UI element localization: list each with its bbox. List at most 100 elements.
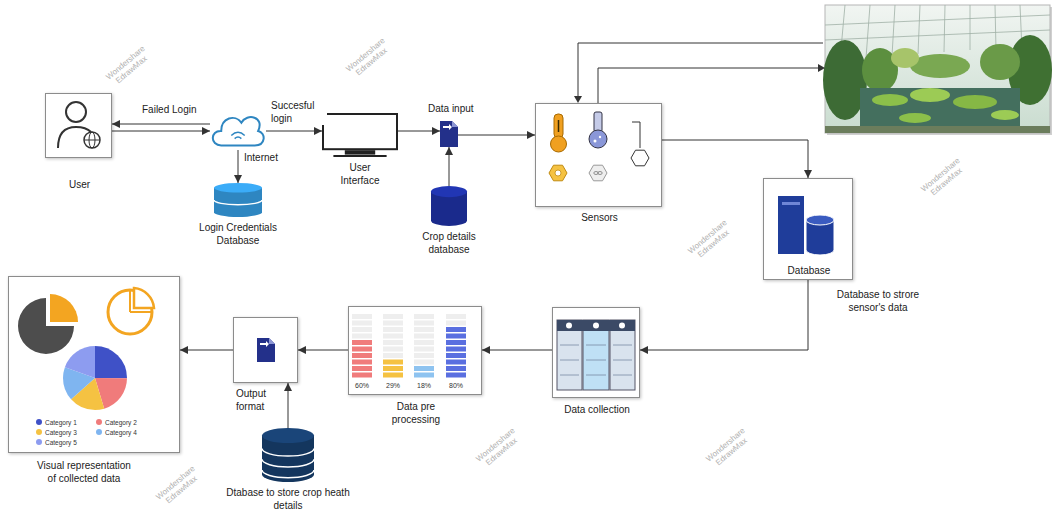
line-part xyxy=(613,360,632,361)
bar-cell xyxy=(352,347,372,352)
cylinder-band xyxy=(262,459,314,467)
cylinder-band xyxy=(262,470,314,478)
flow-arrow xyxy=(482,350,552,351)
edge-label: Succesful login xyxy=(269,100,327,125)
process-box: Output format xyxy=(233,317,298,383)
circle-part xyxy=(593,323,599,329)
server-icon xyxy=(778,196,834,255)
circle-part xyxy=(79,362,111,394)
line-part xyxy=(586,375,606,376)
bar-cell xyxy=(352,353,372,358)
cylinder-band xyxy=(262,449,314,457)
greenhouse-links xyxy=(578,43,823,103)
process-box: Visual representation of collected data xyxy=(8,276,180,453)
bar-cell xyxy=(446,340,466,345)
bar-cell xyxy=(446,373,466,378)
rack-icon xyxy=(557,320,635,390)
cylinder-top xyxy=(214,183,262,193)
legend-swatch xyxy=(36,439,42,445)
monitor-screen xyxy=(323,114,397,149)
process-box: DatabaseDatabase to strore sensor's data xyxy=(763,178,853,280)
line-part xyxy=(560,375,579,376)
flow-arrow xyxy=(288,383,289,428)
watermark: Wondershare EdrawMax xyxy=(151,461,207,512)
node-label: Login Credentials Database xyxy=(183,222,293,247)
bar-cell xyxy=(383,347,403,352)
legend-text: Category 2 xyxy=(105,419,137,426)
edge-label: Failed Login xyxy=(140,104,198,117)
node-label: Data input xyxy=(428,103,474,116)
bar-cell xyxy=(446,327,466,332)
rect-part xyxy=(557,320,635,331)
bar-cell xyxy=(446,347,466,352)
path-part xyxy=(260,341,269,347)
ellipse-part xyxy=(953,95,997,109)
bar-cell xyxy=(414,340,434,345)
cloud-outline xyxy=(213,117,264,145)
bar-cell xyxy=(352,366,372,371)
database-cylinder-outline xyxy=(262,428,314,482)
rect-part xyxy=(594,112,602,132)
ellipse-part xyxy=(806,215,834,225)
line-part xyxy=(825,15,1050,25)
node-label: Crop details database xyxy=(409,231,489,256)
node-label: Output format xyxy=(236,388,282,413)
circle-part xyxy=(599,136,601,138)
flow-arrow xyxy=(458,135,535,136)
g-part xyxy=(79,362,111,394)
bar-cell xyxy=(446,360,466,365)
signal-mark xyxy=(231,132,244,138)
cylinder-top xyxy=(431,186,467,197)
bar-cell xyxy=(446,353,466,358)
monitor-stand xyxy=(345,150,375,154)
database-cylinder-outline xyxy=(214,183,262,217)
path-part xyxy=(50,294,78,322)
flow-arrow xyxy=(398,131,440,132)
circle-part xyxy=(79,362,111,394)
node-label: Internet xyxy=(244,152,278,165)
bar-cell xyxy=(383,373,403,378)
monitor-shape: User Interface xyxy=(322,113,398,157)
arrowhead xyxy=(574,96,582,103)
greenhouse-photo xyxy=(823,5,1052,135)
legend-swatch xyxy=(36,419,42,425)
bar-cell xyxy=(414,327,434,332)
user-icon xyxy=(58,102,100,148)
line-part xyxy=(84,140,100,141)
process-box: User xyxy=(45,93,112,158)
cylinder-band xyxy=(214,200,262,205)
line-part xyxy=(866,5,870,58)
node-label: Sensors xyxy=(560,212,640,225)
document-shape: Data input xyxy=(440,121,458,147)
line-part xyxy=(586,360,606,361)
circle-part xyxy=(619,323,625,329)
watermark: Wondershare EdrawMax xyxy=(683,215,739,266)
legend-text: Category 5 xyxy=(45,439,77,446)
database-cylinder: Crop details database xyxy=(431,186,467,226)
legend-text: Category 4 xyxy=(105,429,137,436)
line-part xyxy=(970,5,971,50)
flow-arrow xyxy=(266,131,322,132)
bar-cell xyxy=(352,373,372,378)
flow-arrow xyxy=(449,147,450,186)
process-box: Data pre processing xyxy=(348,306,482,395)
circle-part xyxy=(79,362,111,394)
legend-swatch xyxy=(96,419,102,425)
bar-cell xyxy=(352,334,372,339)
rect-part xyxy=(825,126,1050,133)
circle-part xyxy=(79,362,111,394)
line-part xyxy=(892,5,895,56)
database-cylinder: Dtabase to store crop heath details xyxy=(262,428,314,482)
bar-value: 18% xyxy=(412,382,436,390)
ellipse-part xyxy=(872,94,908,106)
path-part xyxy=(134,288,154,308)
bar-cell xyxy=(446,334,466,339)
ellipse-part xyxy=(598,172,602,175)
bar-cell xyxy=(383,353,403,358)
line-part xyxy=(558,120,560,132)
bar-cell xyxy=(383,360,403,365)
bar-cell xyxy=(352,340,372,345)
